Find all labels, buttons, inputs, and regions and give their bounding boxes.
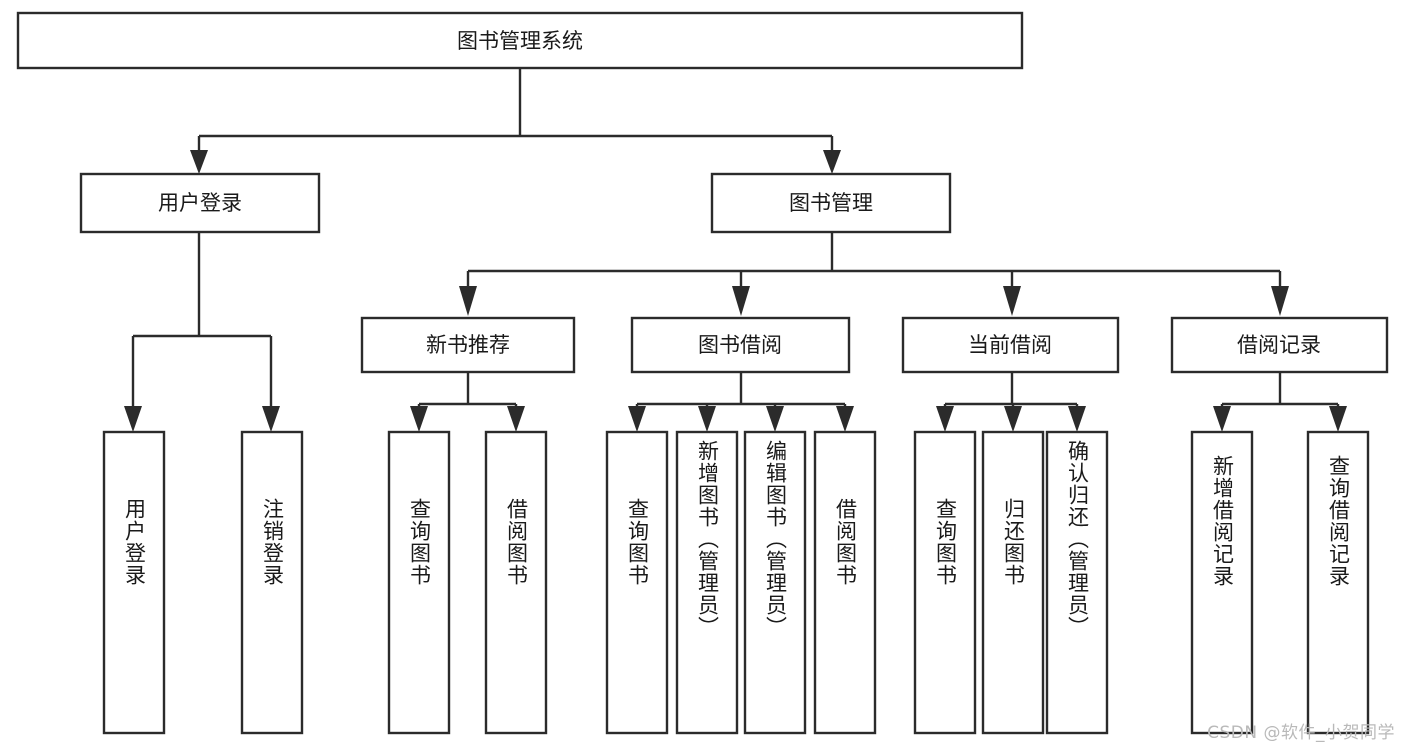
node-root-label: 图书管理系统 (457, 29, 583, 53)
arrow-new-book-leaf1 (410, 406, 428, 432)
connectors-book-borrow-children (628, 372, 854, 432)
leaf-box-user-logout[interactable] (240, 430, 304, 735)
node-user-login[interactable]: 用户登录 (79, 172, 321, 234)
leaf-box-record-query[interactable] (1306, 430, 1370, 735)
connectors-current-borrow-children (936, 372, 1086, 432)
arrow-borrow-record-leaf2 (1329, 406, 1347, 432)
arrow-current-borrow-leaf1 (936, 406, 954, 432)
node-book-manage-label: 图书管理 (789, 191, 873, 215)
leaf-box-current-return[interactable] (981, 430, 1045, 735)
node-book-manage-box[interactable] (710, 172, 952, 234)
node-user-login-label: 用户登录 (158, 191, 242, 215)
arrow-to-book-manage (823, 150, 841, 174)
connectors-book-manage-children (459, 232, 1289, 316)
arrow-user-login-leaf2 (262, 406, 280, 432)
leaf-box-current-confirm[interactable] (1045, 430, 1109, 735)
connectors-new-book-children (410, 372, 525, 432)
node-book-borrow[interactable]: 图书借阅 (630, 316, 851, 374)
arrow-book-borrow-leaf2 (698, 406, 716, 432)
arrow-to-user-login (190, 150, 208, 174)
node-borrow-record-label: 借阅记录 (1237, 333, 1321, 357)
leaf-box-current-query[interactable] (913, 430, 977, 735)
node-current-borrow-label: 当前借阅 (968, 333, 1052, 357)
leaf-box-borrow-lend[interactable] (813, 430, 877, 735)
node-new-book-recommend-label: 新书推荐 (426, 333, 510, 357)
node-user-login-box[interactable] (79, 172, 321, 234)
node-root[interactable]: 图书管理系统 (16, 11, 1024, 70)
leaf-box-borrow-add[interactable] (675, 430, 739, 735)
arrow-to-current-borrow (1003, 286, 1021, 316)
leaf-box-user-login-query[interactable] (102, 430, 166, 735)
watermark-text: CSDN @软件_小贺同学 (1207, 723, 1395, 743)
leaf-box-borrow-edit[interactable] (743, 430, 807, 735)
node-new-book-recommend-box[interactable] (360, 316, 576, 374)
connectors-borrow-record-children (1213, 372, 1347, 432)
arrow-book-borrow-leaf3 (766, 406, 784, 432)
leaf-box-newbook-borrow[interactable] (484, 430, 548, 735)
arrow-user-login-leaf1 (124, 406, 142, 432)
arrow-to-book-borrow (732, 286, 750, 316)
arrow-book-borrow-leaf4 (836, 406, 854, 432)
arrow-new-book-leaf2 (507, 406, 525, 432)
node-current-borrow[interactable]: 当前借阅 (901, 316, 1120, 374)
node-current-borrow-box[interactable] (901, 316, 1120, 374)
node-borrow-record[interactable]: 借阅记录 (1170, 316, 1389, 374)
node-borrow-record-box[interactable] (1170, 316, 1389, 374)
node-book-borrow-label: 图书借阅 (698, 333, 782, 357)
arrow-book-borrow-leaf1 (628, 406, 646, 432)
arrow-to-new-book (459, 286, 477, 316)
leaf-box-borrow-query[interactable] (605, 430, 669, 735)
connectors-user-login-children (124, 232, 280, 432)
arrow-borrow-record-leaf1 (1213, 406, 1231, 432)
arrow-current-borrow-leaf2 (1004, 406, 1022, 432)
node-book-manage[interactable]: 图书管理 (710, 172, 952, 234)
arrow-current-borrow-leaf3 (1068, 406, 1086, 432)
leaf-box-record-add[interactable] (1190, 430, 1254, 735)
connectors-root-to-level2 (190, 68, 841, 174)
node-root-box[interactable] (16, 11, 1024, 70)
node-book-borrow-box[interactable] (630, 316, 851, 374)
arrow-to-borrow-record (1271, 286, 1289, 316)
leaf-box-newbook-query[interactable] (387, 430, 451, 735)
node-new-book-recommend[interactable]: 新书推荐 (360, 316, 576, 374)
